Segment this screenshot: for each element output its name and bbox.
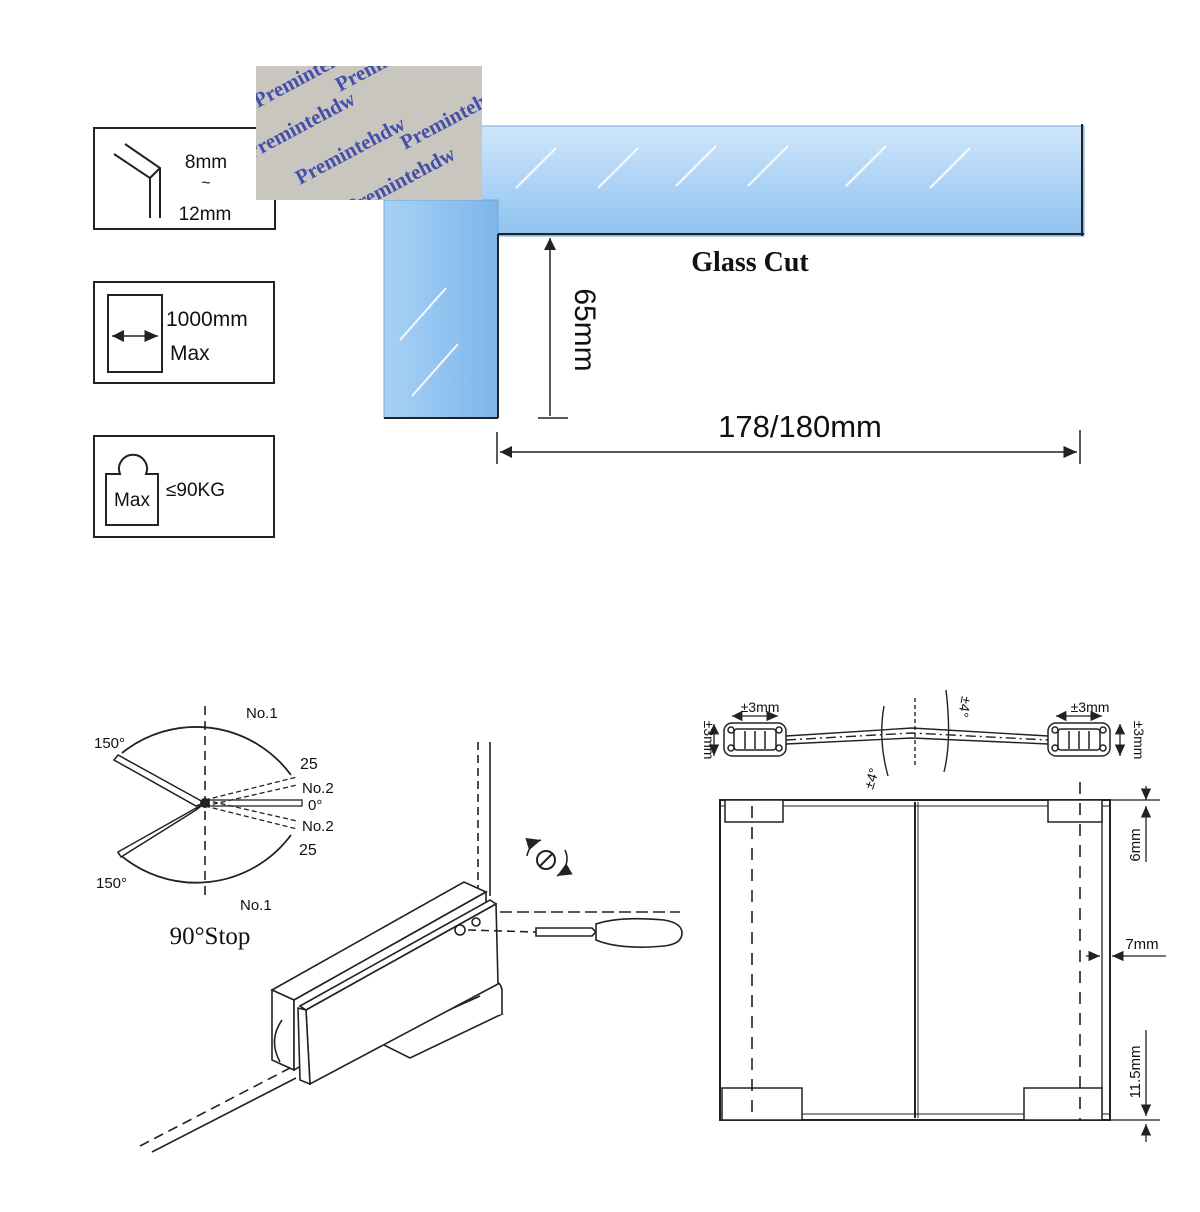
glass-cut-title: Glass Cut [691, 247, 809, 278]
spec-box-thickness: 8mm ~ 12mm [93, 127, 276, 230]
weight-prefix-text: Max [114, 490, 150, 511]
adjust-arrows [708, 710, 1126, 756]
right-horizontal-adjust: ±3mm [1071, 699, 1110, 715]
weight-icon [105, 453, 159, 526]
glass-thickness-icon [113, 143, 161, 218]
left-pivot-block [723, 722, 787, 757]
width-suffix-text: Max [170, 342, 210, 365]
left-horizontal-adjust: ±3mm [741, 699, 780, 715]
angle-adjust-top: ±4° [955, 695, 974, 719]
dimension-length: 178/180mm [496, 409, 1081, 464]
bottom-gap-text: 11.5mm [1127, 1045, 1144, 1098]
right-pivot-block [1047, 722, 1111, 757]
top-gap-text: 6mm [1127, 828, 1144, 861]
watermark-patch: Premintehdw Premintehdw Premintehdw Prem… [256, 66, 482, 200]
adjust-top-view: ±3mm ±3mm ±3mm ±3mm ±4° ±4° [701, 689, 1147, 791]
stop-label-zero: 0° [308, 797, 322, 814]
dimension-height: 65mm [538, 238, 601, 419]
stop-label-150-bottom: 150° [96, 875, 127, 892]
length-dimension-text: 178/180mm [718, 409, 882, 444]
thickness-tilde-text: ~ [201, 175, 210, 192]
stop-label-25-top: 25 [300, 756, 318, 773]
door-elevation: 6mm 7mm 11.5mm [719, 782, 1166, 1142]
stop-label-25-bottom: 25 [299, 842, 317, 859]
thickness-min-text: 8mm [185, 152, 227, 173]
width-value-text: 1000mm [166, 308, 248, 331]
hinge-isometric [139, 742, 504, 1153]
angle-adjust-bottom: ±4° [860, 766, 882, 791]
adjust-screw-icon [525, 838, 573, 877]
height-dimension-text: 65mm [568, 288, 601, 371]
side-gap-text: 7mm [1125, 936, 1158, 953]
stop-label-no1-bottom: No.1 [240, 897, 272, 914]
stop-label-no1-top: No.1 [246, 705, 278, 722]
glass-cut-diagram: Glass Cut 65mm 178/180mm [383, 124, 1085, 464]
stop-caption: 90°Stop [170, 923, 251, 950]
screwdriver-icon [467, 911, 683, 948]
stop-label-no2-bottom: No.2 [302, 818, 334, 835]
thickness-max-text: 12mm [179, 204, 232, 225]
glass-reflection-lines [399, 145, 971, 397]
glass-panels-top [785, 689, 1049, 777]
dimension-bottom-gap [1108, 1030, 1160, 1142]
stop-label-no2-top: No.2 [302, 780, 334, 797]
spec-box-width: 1000mm Max [93, 281, 275, 384]
door-width-icon [107, 294, 163, 373]
right-vertical-adjust: ±3mm [1131, 721, 1147, 760]
left-vertical-adjust: ±3mm [701, 721, 717, 760]
weight-value-text: ≤90KG [166, 480, 225, 501]
spec-box-weight: Max ≤90KG [93, 435, 275, 538]
dimension-top-gap [1108, 786, 1160, 862]
stop-label-150-top: 150° [94, 735, 125, 752]
stop-angle-diagram: No.1 No.1 150° 150° 25 25 No.2 0° No.2 9… [94, 705, 334, 950]
